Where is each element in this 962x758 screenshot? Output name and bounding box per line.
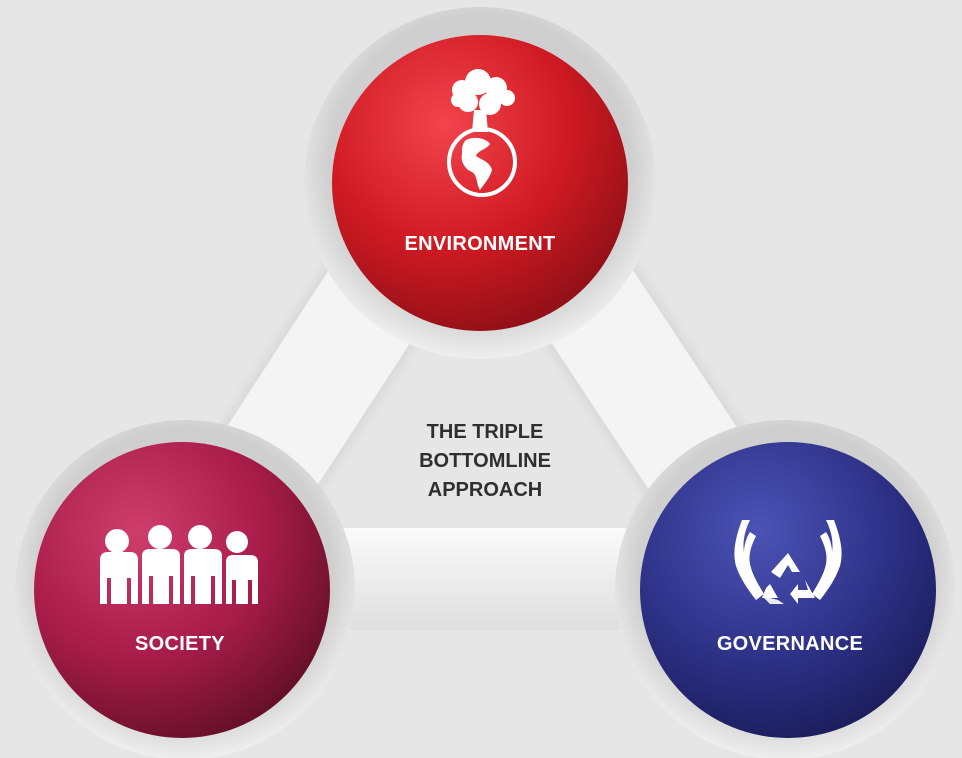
center-title-line-3: APPROACH — [427, 479, 543, 501]
hands-recycle-icon — [734, 520, 842, 604]
center-title: THE TRIPLE BOTTOMLINE APPROACH — [360, 418, 610, 505]
people-group-icon — [100, 525, 258, 604]
governance-label: GOVERNANCE — [716, 633, 864, 655]
society-sphere — [34, 442, 330, 738]
center-title-line-2: BOTTOMLINE — [419, 450, 551, 472]
environment-label: ENVIRONMENT — [404, 233, 556, 255]
earth-with-cloud-icon — [447, 69, 517, 197]
center-title-line-1: THE TRIPLE — [426, 421, 544, 443]
governance-sphere — [640, 442, 936, 738]
society-label: SOCIETY — [135, 633, 225, 655]
